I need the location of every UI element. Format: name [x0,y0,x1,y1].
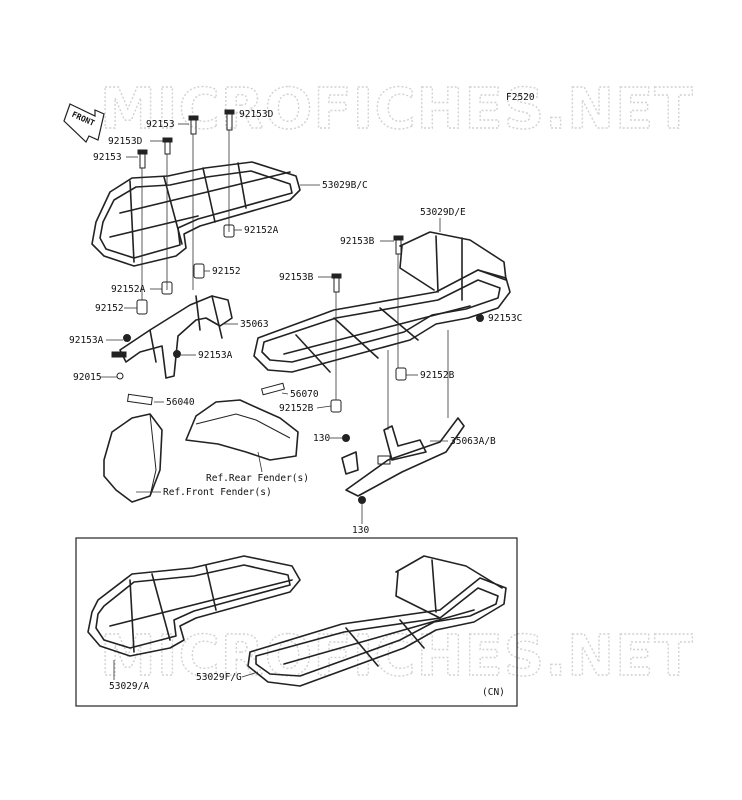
watermark-top: MICROFICHES.NET [100,77,694,142]
bolt-130-a [342,434,350,442]
label-ref-rear-fender: Ref.Rear Fender(s) [206,473,309,484]
label-35063AB: 35063A/B [450,436,496,447]
front-arrow-icon: FRONT [63,103,105,143]
front-bracket-35063 [111,295,233,379]
nut-92153A-left [123,334,131,342]
callouts: 92153 92153D 92153D 92153 53029B/C 53029… [69,109,522,698]
label-130-a: 130 [313,433,330,444]
bolt-92153D-left [162,137,173,155]
label-92153C: 92153C [488,313,522,324]
label-53029A: 53029/A [109,681,149,692]
label-92153A-right: 92153A [198,350,233,361]
cn-front-rack [87,555,301,657]
bolt-130-b [358,496,366,504]
pad-56040 [126,393,153,406]
spacer-92152B-a [395,367,407,381]
label-92152-mid: 92152 [212,266,241,277]
figure-code: F2520 [506,92,535,103]
bolt-92153B-a [393,235,404,255]
label-35063: 35063 [240,319,269,330]
label-92152A-left: 92152A [111,284,146,295]
rear-fender [185,399,299,461]
spacer-92152-mid [193,263,205,279]
cn-rear-rack [247,555,507,687]
label-92153A-left: 92153A [69,335,104,346]
washer-92015 [116,372,124,380]
bolt-92153B-b [331,273,342,293]
front-carrier-rack [91,161,301,267]
label-ref-front-fender: Ref.Front Fender(s) [163,487,272,498]
bolt-92153-top [188,115,199,135]
label-92152-left: 92152 [95,303,124,314]
spacer-92152A-right [223,224,235,238]
label-92152B-b: 92152B [279,403,314,414]
label-92152B-a: 92152B [420,370,455,381]
front-fender [103,413,163,503]
label-92153D-left: 92153D [108,136,143,147]
label-53029FG: 53029F/G [196,672,242,683]
label-53029DE: 53029D/E [420,207,466,218]
label-56040: 56040 [166,397,195,408]
watermark-bottom: MICROFICHES.NET [100,624,694,689]
label-92153B-b: 92153B [279,272,314,283]
pad-56070 [260,382,286,396]
bolt-92153-left [137,149,148,169]
nut-92153A-right [173,350,181,358]
label-56070: 56070 [290,389,319,400]
rear-carrier-rack [253,231,511,373]
label-cn: (CN) [482,687,505,698]
label-92152A-right: 92152A [244,225,279,236]
label-92153B-a: 92153B [340,236,375,247]
spacer-92152-left [136,299,148,315]
label-92153-top: 92153 [146,119,175,130]
cn-variant-box [75,537,518,707]
spacer-92152A-left [161,281,173,295]
spacer-92152B-b [330,399,342,413]
label-92015: 92015 [73,372,102,383]
label-53029BC: 53029B/C [322,180,368,191]
nut-92153C [476,314,484,322]
label-130-b: 130 [352,525,369,536]
label-92153-left: 92153 [93,152,122,163]
bolt-92153D-top [224,109,235,131]
rear-bracket-35063AB [341,417,465,497]
label-92153D-top: 92153D [239,109,274,120]
